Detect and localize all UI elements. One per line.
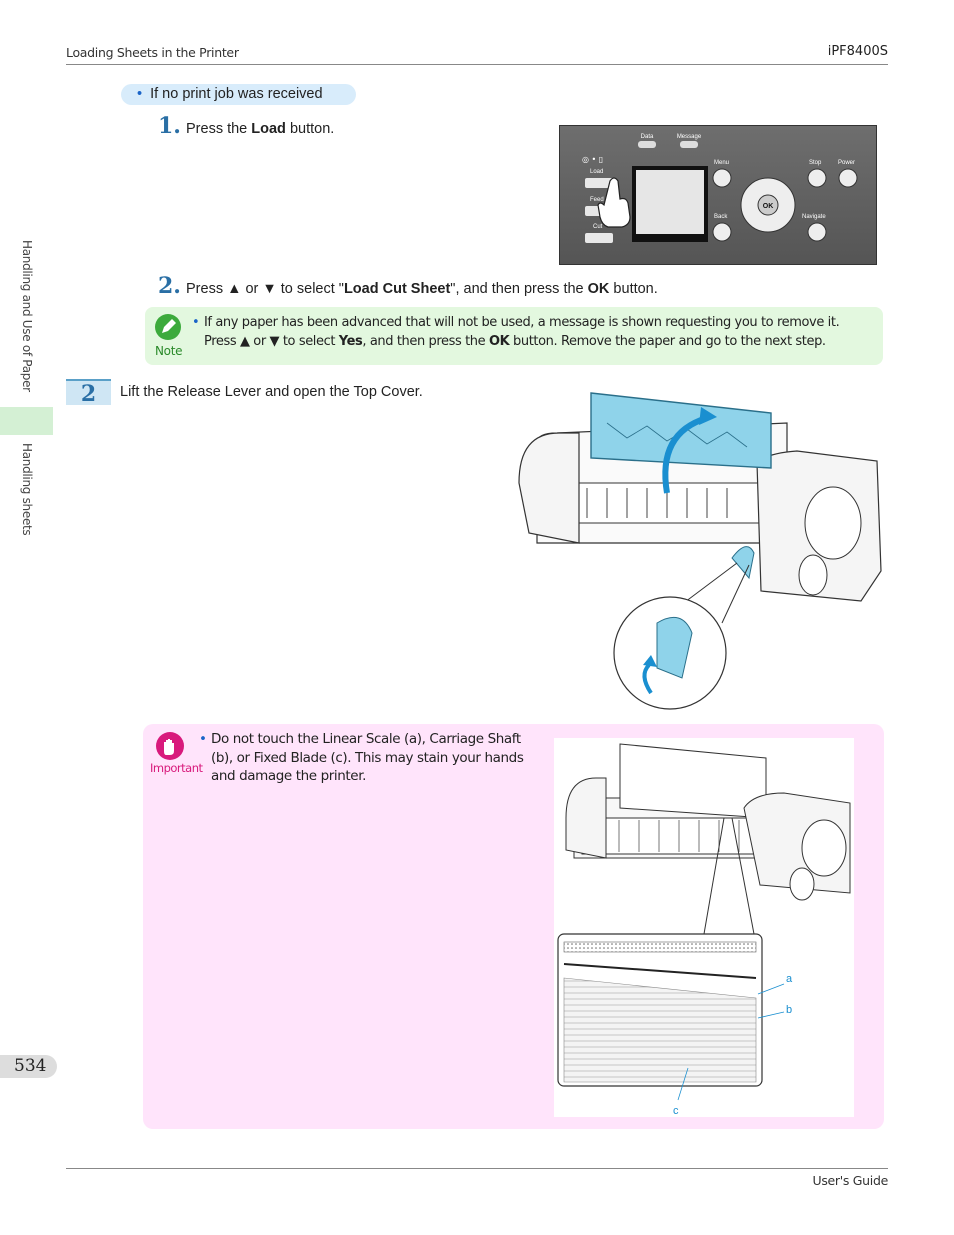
bold-run: OK	[488, 334, 510, 349]
left-housing	[518, 432, 580, 544]
control-panel-illustration: Data Message ◎ • ▯ Load Feed Cut Menu Ba…	[559, 125, 877, 265]
callout-b: b	[786, 1004, 792, 1016]
roll-holder-lower	[798, 554, 828, 596]
menu-label: Menu	[714, 160, 729, 166]
bold-run: OK	[587, 281, 610, 297]
text-run: button.	[609, 281, 658, 297]
printer-open-cover-illustration	[518, 392, 882, 710]
text-run: Do not touch the Linear Scale (a), Carri…	[211, 731, 524, 784]
important-hand-icon	[156, 732, 184, 760]
paper-feed-slot	[546, 482, 768, 524]
back-button-icon	[712, 222, 732, 242]
step-text: Lift the Release Lever and open the Top …	[120, 384, 423, 400]
note-pencil-icon	[155, 314, 181, 340]
text-run: Press ▲ or ▼ to select	[204, 334, 339, 349]
back-label: Back	[714, 214, 728, 220]
feed-label: Feed	[590, 197, 604, 203]
data-button-shape	[638, 141, 656, 148]
side-section-label: Handling sheets	[20, 443, 34, 536]
power-button-icon	[838, 168, 858, 188]
lever-lift-arrow-icon	[642, 663, 653, 695]
important-text: •Do not touch the Linear Scale (a), Carr…	[199, 730, 541, 786]
substep-number: 1.	[158, 113, 181, 139]
text-run: button.	[285, 121, 335, 137]
navigate-label: Navigate	[802, 214, 826, 220]
footer-rule	[66, 1168, 888, 1169]
roll-holder	[804, 486, 862, 560]
side-tab-highlight	[0, 407, 53, 435]
callout-a: a	[786, 973, 793, 985]
step-number-badge: 2	[66, 379, 111, 407]
fixed-blade-area	[563, 977, 757, 1083]
printer-parts-illustration: a b c	[557, 743, 851, 1117]
release-lever	[731, 546, 755, 580]
display-screen	[636, 170, 704, 234]
menu-button-icon	[712, 168, 732, 188]
text-run: ", and then press the	[450, 281, 588, 297]
footer-guide-name: User's Guide	[812, 1173, 888, 1188]
ok-label: OK	[763, 203, 774, 210]
note-label: Note	[155, 344, 183, 358]
paper-icons: ◎ • ▯	[582, 155, 603, 164]
data-label: Data	[641, 134, 654, 140]
bold-run: Yes	[338, 334, 363, 349]
condition-pill: • If no print job was received	[121, 84, 356, 105]
bullet-icon: •	[192, 315, 200, 330]
load-button-shape	[585, 178, 613, 188]
cut-label: Cut	[593, 224, 603, 230]
callout-c: c	[673, 1105, 679, 1117]
header-section-title: Loading Sheets in the Printer	[66, 45, 239, 60]
bold-run: Load Cut Sheet	[343, 281, 451, 297]
arrowhead-icon	[643, 655, 657, 667]
pointing-hand-icon	[597, 177, 631, 228]
carriage-shaft	[563, 963, 757, 979]
navigate-button-icon	[807, 222, 827, 242]
page-number-tab	[0, 1055, 57, 1078]
stop-label: Stop	[809, 160, 822, 166]
bullet-icon: •	[199, 731, 207, 747]
substep-text: Press ▲ or ▼ to select "Load Cut Sheet",…	[186, 281, 658, 297]
control-panel-svg: Data Message ◎ • ▯ Load Feed Cut Menu Ba…	[582, 134, 858, 243]
substep-number: 2.	[158, 273, 181, 299]
power-label: Power	[838, 160, 855, 166]
text-run: If any paper has been advanced that will…	[204, 315, 840, 330]
arrowhead-icon	[699, 407, 717, 425]
text-run: Press ▲ or ▼ to select "	[186, 281, 344, 297]
header-rule	[66, 64, 888, 65]
important-label: Important	[150, 761, 203, 775]
load-label: Load	[590, 169, 603, 175]
side-chapter-label: Handling and Use of Paper	[20, 240, 34, 392]
cut-button-shape	[585, 233, 613, 243]
text-run: , and then press the	[362, 334, 489, 349]
release-lever-closeup	[656, 616, 693, 679]
header-model-name: iPF8400S	[827, 44, 888, 59]
linear-scale	[563, 941, 757, 953]
important-figure: a b c	[554, 738, 854, 1117]
lift-arrow-icon	[662, 415, 708, 494]
text-run: Press the	[186, 121, 252, 137]
page-number: 534	[14, 1056, 47, 1076]
message-label: Message	[677, 134, 702, 140]
condition-text: If no print job was received	[150, 86, 323, 102]
stop-button-icon	[807, 168, 827, 188]
bold-run: Load	[251, 121, 286, 137]
substep-text: Press the Load button.	[186, 121, 334, 137]
note-box	[145, 307, 883, 365]
bullet-icon: •	[137, 86, 143, 102]
note-line-2: Press ▲ or ▼ to select Yes, and then pre…	[204, 334, 826, 349]
ok-button-icon	[757, 194, 779, 216]
text-run: button. Remove the paper and go to the n…	[509, 334, 826, 349]
note-line-1: • If any paper has been advanced that wil…	[192, 315, 840, 330]
message-button-shape	[680, 141, 698, 148]
